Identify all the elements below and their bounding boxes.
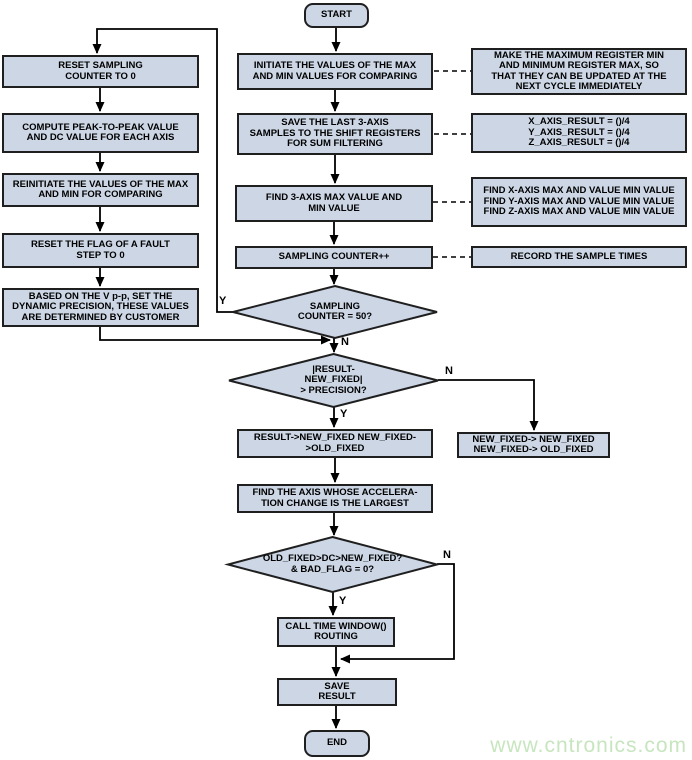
initiate-max-min-values-label: INITIATE THE VALUES OF THE MAX AND MIN V… — [252, 60, 418, 82]
edge-left-column-join — [99, 327, 331, 345]
reset-sampling-counter: RESET SAMPLING COUNTER TO 0 — [2, 55, 199, 88]
start-terminator: START — [304, 3, 369, 28]
decision-sampling-counter-label: SAMPLING COUNTER = 50? — [297, 300, 373, 322]
end-terminator: END — [304, 730, 370, 757]
find-largest-axis-change-label: FIND THE AXIS WHOSE ACCELERA- TION CHANG… — [252, 487, 418, 509]
annotation-record-sample-times: RECORD THE SAMPLE TIMES — [471, 246, 687, 268]
decision-sampling-counter: SAMPLING COUNTER = 50? — [233, 286, 437, 338]
find-3axis-max-min: FIND 3-AXIS MAX VALUE AND MIN VALUE — [235, 185, 433, 222]
sampling-counter-increment: SAMPLING COUNTER++ — [235, 246, 433, 269]
compute-peak-to-peak-label: COMPUTE PEAK-TO-PEAK VALUE AND DC VALUE … — [22, 121, 179, 143]
sampling-counter-increment-label: SAMPLING COUNTER++ — [278, 251, 390, 263]
call-time-window: CALL TIME WINDOW() ROUTING — [277, 617, 395, 647]
result-to-new-fixed: RESULT->NEW_FIXED NEW_FIXED- >OLD_FIXED — [237, 429, 433, 458]
annotation-find-axis-max-min-label: FIND X-AXIS MAX AND VALUE MIN VALUE FIND… — [483, 185, 675, 218]
end-terminator-label: END — [326, 737, 348, 749]
decision-result-precision-label: |RESULT- NEW_FIXED| > PRECISION? — [300, 363, 367, 396]
label-no-decision1: N — [341, 336, 349, 348]
reset-fault-flag-label: RESET THE FLAG OF A FAULT STEP TO 0 — [31, 239, 170, 261]
initiate-max-min-values: INITIATE THE VALUES OF THE MAX AND MIN V… — [237, 53, 433, 90]
label-no-decision2: N — [445, 365, 453, 377]
decision-result-precision: |RESULT- NEW_FIXED| > PRECISION? — [229, 354, 438, 407]
decision-sampling-counter-shape — [232, 284, 438, 340]
annotation-make-register-label: MAKE THE MAXIMUM REGISTER MIN AND MINIMU… — [491, 49, 667, 92]
decision-old-fixed-bad-flag-shape — [224, 535, 441, 594]
annotation-axis-result-label: X_AXIS_RESULT = ()/4 Y_AXIS_RESULT = ()/… — [528, 116, 630, 149]
result-to-new-fixed-label: RESULT->NEW_FIXED NEW_FIXED- >OLD_FIXED — [253, 432, 417, 454]
reset-fault-flag: RESET THE FLAG OF A FAULT STEP TO 0 — [2, 233, 199, 268]
find-3axis-max-min-label: FIND 3-AXIS MAX VALUE AND MIN VALUE — [265, 192, 403, 214]
decision-old-fixed-bad-flag-label: OLD_FIXED>DC>NEW_FIXED? & BAD_FLAG = 0? — [262, 553, 403, 575]
label-yes-decision3: Y — [339, 595, 347, 607]
reinitiate-max-min-label: REINITIATE THE VALUES OF THE MAX AND MIN… — [12, 178, 189, 200]
set-dynamic-precision-label: BASED ON THE V p-p, SET THE DYNAMIC PREC… — [12, 290, 189, 323]
annotation-axis-result: X_AXIS_RESULT = ()/4 Y_AXIS_RESULT = ()/… — [471, 113, 687, 153]
reinitiate-max-min: REINITIATE THE VALUES OF THE MAX AND MIN… — [2, 173, 199, 207]
save-shift-registers: SAVE THE LAST 3-AXIS SAMPLES TO THE SHIF… — [237, 113, 433, 155]
annotation-make-register: MAKE THE MAXIMUM REGISTER MIN AND MINIMU… — [471, 48, 687, 95]
new-fixed-assign-label: NEW_FIXED-> NEW_FIXED NEW_FIXED-> OLD_FI… — [472, 433, 595, 455]
label-yes-decision1: Y — [219, 295, 227, 307]
start-terminator-label: START — [321, 9, 352, 21]
decision-old-fixed-bad-flag: OLD_FIXED>DC>NEW_FIXED? & BAD_FLAG = 0? — [228, 537, 437, 592]
watermark: www.cntronics.com — [490, 734, 687, 757]
edge-decision1-y-loop — [92, 28, 233, 313]
edge-decision3-n — [340, 563, 455, 664]
edge-decision2-n — [438, 379, 539, 431]
decision-result-precision-shape — [228, 352, 439, 409]
compute-peak-to-peak: COMPUTE PEAK-TO-PEAK VALUE AND DC VALUE … — [2, 113, 199, 153]
reset-sampling-counter-label: RESET SAMPLING COUNTER TO 0 — [58, 60, 143, 82]
annotation-record-sample-times-label: RECORD THE SAMPLE TIMES — [510, 250, 648, 262]
find-largest-axis-change: FIND THE AXIS WHOSE ACCELERA- TION CHANG… — [237, 484, 433, 513]
annotation-find-axis-max-min: FIND X-AXIS MAX AND VALUE MIN VALUE FIND… — [471, 177, 687, 227]
label-no-decision3: N — [443, 549, 451, 561]
label-yes-decision2: Y — [340, 408, 348, 420]
save-result-label: SAVE RESULT — [318, 680, 356, 702]
save-shift-registers-label: SAVE THE LAST 3-AXIS SAMPLES TO THE SHIF… — [249, 117, 421, 150]
call-time-window-label: CALL TIME WINDOW() ROUTING — [285, 620, 387, 642]
save-result: SAVE RESULT — [277, 678, 397, 706]
set-dynamic-precision: BASED ON THE V p-p, SET THE DYNAMIC PREC… — [2, 288, 199, 327]
new-fixed-assign: NEW_FIXED-> NEW_FIXED NEW_FIXED-> OLD_FI… — [457, 432, 610, 458]
